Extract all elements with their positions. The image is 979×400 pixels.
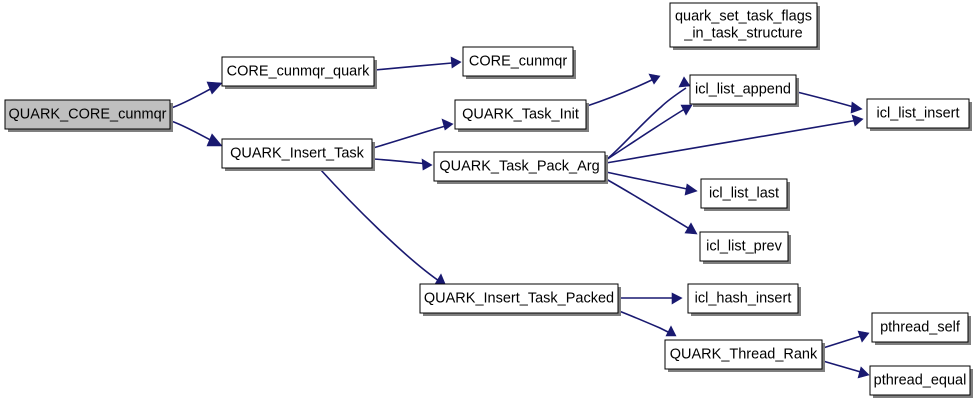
graph-node-icl_list_prev[interactable]: icl_list_prev bbox=[699, 231, 791, 264]
edge-arrowhead-icon bbox=[684, 183, 698, 196]
node-box[interactable] bbox=[664, 339, 823, 370]
edge-line bbox=[374, 62, 453, 71]
nodes-layer: QUARK_CORE_cunmqr CORE_cunmqr_quarkQUARK_… bbox=[4, 2, 973, 398]
graph-node-icl_list_append[interactable]: icl_list_append bbox=[689, 74, 799, 107]
call-edge-quark_task_pack_arg-to-icl_list_insert bbox=[605, 114, 864, 164]
edge-arrowhead-icon bbox=[450, 56, 462, 69]
edge-line bbox=[319, 168, 443, 284]
call-edge-quark_core_cunmqr-to-core_cunmqr_quark bbox=[170, 81, 223, 109]
graph-node-pthread_self[interactable]: pthread_self bbox=[871, 312, 971, 345]
edges-layer bbox=[170, 56, 870, 379]
node-box[interactable] bbox=[871, 312, 969, 343]
node-box[interactable] bbox=[687, 283, 799, 314]
node-box[interactable] bbox=[869, 365, 971, 396]
node-box[interactable] bbox=[454, 99, 587, 130]
node-box[interactable] bbox=[699, 231, 789, 262]
node-box[interactable] bbox=[462, 46, 574, 77]
node-box[interactable] bbox=[4, 99, 171, 130]
edge-line bbox=[822, 360, 865, 374]
call-edge-quark_thread_rank-to-pthread_equal bbox=[822, 360, 870, 379]
node-box[interactable] bbox=[689, 74, 797, 105]
edge-line bbox=[618, 310, 673, 335]
edge-line bbox=[605, 106, 689, 161]
edge-arrowhead-icon bbox=[680, 104, 693, 116]
graph-node-quark_set_task_flags[interactable]: quark_set_task_flags_in_task_structure bbox=[669, 2, 820, 50]
call-edge-quark_task_init-to-quark_set_task_flags bbox=[586, 73, 661, 107]
call-edge-core_cunmqr_quark-to-core_cunmqr bbox=[374, 56, 462, 71]
edge-line bbox=[605, 87, 687, 161]
call-edge-quark_task_pack_arg-to-quark_set_task_flags bbox=[605, 76, 691, 161]
edge-line bbox=[586, 77, 657, 107]
call-edge-quark_insert_task-to-quark_task_pack_arg bbox=[372, 158, 433, 171]
edge-arrowhead-icon bbox=[648, 73, 661, 85]
edge-line bbox=[372, 124, 450, 149]
graph-node-quark_core_cunmqr[interactable]: QUARK_CORE_cunmqr bbox=[4, 99, 173, 132]
edge-arrowhead-icon bbox=[684, 222, 698, 235]
edge-arrowhead-icon bbox=[851, 114, 864, 127]
edge-line bbox=[372, 158, 429, 165]
edge-arrowhead-icon bbox=[857, 366, 870, 379]
graph-node-quark_task_pack_arg[interactable]: QUARK_Task_Pack_Arg bbox=[433, 151, 608, 184]
call-edge-quark_insert_task_packed-to-quark_thread_rank bbox=[618, 310, 677, 337]
edge-arrowhead-icon bbox=[421, 158, 433, 171]
edge-arrowhead-icon bbox=[850, 101, 863, 114]
edge-arrowhead-icon bbox=[441, 118, 454, 131]
call-edge-quark_thread_rank-to-pthread_self bbox=[822, 330, 870, 349]
edge-arrowhead-icon bbox=[857, 330, 870, 343]
edge-line bbox=[605, 178, 694, 232]
call-edge-quark_insert_task-to-quark_insert_task_packed bbox=[319, 168, 447, 287]
edge-arrowhead-icon bbox=[671, 292, 683, 305]
edge-arrowhead-icon bbox=[665, 325, 677, 337]
call-edge-quark_core_cunmqr-to-quark_insert_task bbox=[170, 120, 223, 147]
call-edge-icl_list_append-to-icl_list_insert bbox=[796, 91, 863, 114]
node-box[interactable] bbox=[433, 151, 606, 182]
graph-node-core_cunmqr[interactable]: CORE_cunmqr bbox=[462, 46, 576, 79]
graph-node-pthread_equal[interactable]: pthread_equal bbox=[869, 365, 973, 398]
edge-arrowhead-icon bbox=[206, 81, 223, 95]
node-box[interactable] bbox=[700, 178, 788, 209]
call-edge-quark_task_pack_arg-to-icl_list_last bbox=[605, 171, 698, 196]
node-box[interactable] bbox=[221, 138, 373, 169]
call-edge-quark_insert_task-to-quark_task_init bbox=[372, 118, 454, 149]
node-box[interactable] bbox=[419, 283, 619, 314]
graph-node-icl_hash_insert[interactable]: icl_hash_insert bbox=[687, 283, 801, 316]
graph-node-icl_list_insert[interactable]: icl_list_insert bbox=[866, 98, 972, 131]
graph-node-quark_insert_task[interactable]: QUARK_Insert_Task bbox=[221, 138, 375, 171]
graph-node-quark_task_init[interactable]: QUARK_Task_Init bbox=[454, 99, 589, 132]
call-edge-quark_insert_task_packed-to-icl_hash_insert bbox=[618, 292, 683, 305]
edge-arrowhead-icon bbox=[678, 76, 691, 88]
call-edge-quark_task_pack_arg-to-icl_list_append bbox=[605, 104, 693, 161]
graph-node-core_cunmqr_quark[interactable]: CORE_cunmqr_quark bbox=[221, 56, 377, 89]
node-box[interactable] bbox=[669, 2, 818, 48]
edge-line bbox=[796, 91, 858, 109]
edge-arrowhead-icon bbox=[206, 133, 223, 147]
graph-node-icl_list_last[interactable]: icl_list_last bbox=[700, 178, 790, 211]
edge-line bbox=[822, 334, 865, 349]
call-edge-quark_task_pack_arg-to-icl_list_prev bbox=[605, 178, 698, 235]
edge-line bbox=[605, 171, 693, 191]
graph-node-quark_thread_rank[interactable]: QUARK_Thread_Rank bbox=[664, 339, 825, 372]
node-box[interactable] bbox=[866, 98, 970, 129]
node-box[interactable] bbox=[221, 56, 375, 87]
edge-line bbox=[605, 119, 859, 164]
graph-node-quark_insert_task_packed[interactable]: QUARK_Insert_Task_Packed bbox=[419, 283, 621, 316]
